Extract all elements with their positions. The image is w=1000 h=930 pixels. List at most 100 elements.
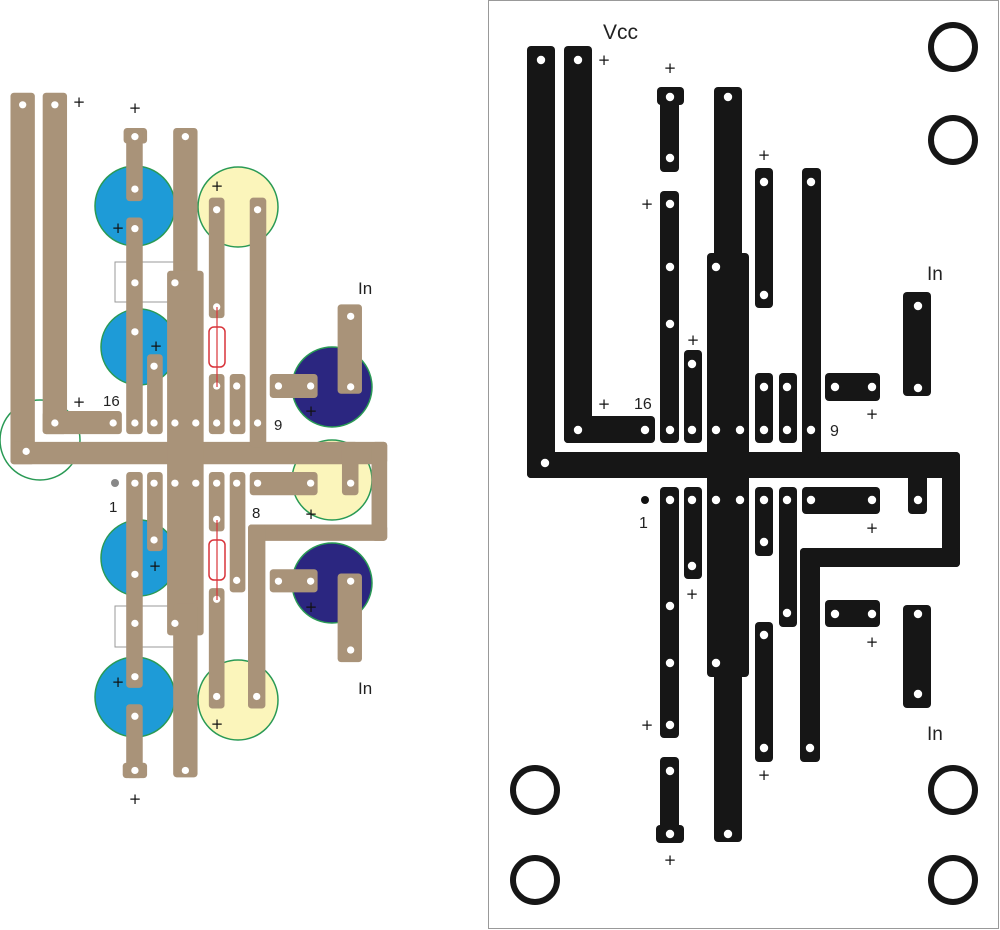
copper-trace (249, 472, 318, 496)
pad-hole (806, 495, 816, 505)
pad-hole (536, 55, 546, 65)
copper-trace (755, 168, 773, 308)
copper-trace (707, 253, 749, 677)
polarity-plus-mark: + (866, 633, 879, 651)
pad-hole (711, 658, 721, 668)
copper-trace (248, 524, 388, 541)
pad-hole (131, 185, 139, 193)
polarity-marks: +++++++++++++ (598, 51, 879, 869)
pad-hole (759, 382, 769, 392)
pad-hole (233, 576, 241, 584)
copper-trace (714, 87, 742, 267)
mounting-hole (928, 22, 978, 72)
copper-trace (660, 487, 679, 738)
resistor-body (208, 326, 226, 368)
pad-hole (830, 609, 840, 619)
polarity-plus-mark: + (73, 393, 86, 411)
pad-hole (665, 153, 675, 163)
pad-hole (913, 495, 923, 505)
pad-hole (131, 712, 139, 720)
copper-trace (660, 191, 679, 443)
pad-hole (806, 425, 816, 435)
pad-hole (665, 92, 675, 102)
pin1-label: 1 (639, 515, 648, 532)
pad-hole (782, 382, 792, 392)
pad-hole (665, 425, 675, 435)
pad-hole (711, 425, 721, 435)
pad-hole (759, 630, 769, 640)
polarity-plus-mark: + (866, 519, 879, 537)
mounting-holes (510, 22, 978, 905)
copper-trace (714, 640, 742, 842)
copper-trace (126, 704, 143, 779)
pad-hole (233, 382, 241, 390)
polarity-plus-mark: + (686, 585, 699, 603)
pad-hole (723, 92, 733, 102)
mounting-hole (510, 765, 560, 815)
pad-hole (687, 561, 697, 571)
copper-trace (564, 416, 655, 443)
pad-hole (171, 279, 179, 287)
pad-hole (213, 419, 221, 427)
copper-trace (684, 487, 702, 579)
polarity-plus-mark: + (664, 851, 677, 869)
pad-hole (213, 515, 221, 523)
input-label: In (358, 679, 372, 698)
pad-hole (131, 328, 139, 336)
copper-trace (903, 605, 931, 708)
pad-hole (150, 362, 158, 370)
pad-hole (665, 766, 675, 776)
pin16-label: 16 (634, 396, 652, 413)
pad-hole (131, 479, 139, 487)
pad-hole (306, 577, 315, 585)
pad-hole (735, 495, 745, 505)
pad-hole (347, 577, 355, 585)
pad-hole (867, 382, 877, 392)
copper-trace (825, 600, 880, 627)
pad-hole (233, 479, 241, 487)
copper-trace (249, 197, 267, 448)
copper-trace (126, 128, 143, 202)
pad-hole (573, 425, 583, 435)
polarity-plus-mark: + (149, 557, 162, 575)
pad-hole (22, 447, 30, 455)
pad-hole (131, 619, 139, 627)
pin1-marker (641, 496, 649, 504)
pad-hole (711, 495, 721, 505)
pad-hole (213, 206, 221, 214)
polarity-plus-mark: + (129, 790, 142, 808)
pin16-label: 16 (103, 393, 120, 410)
pad-hole (735, 425, 745, 435)
polarity-plus-mark: + (305, 505, 318, 523)
copper-trace (42, 410, 122, 435)
pad-hole (913, 301, 923, 311)
copper-trace (825, 373, 880, 401)
copper-trace (660, 757, 679, 843)
pad-hole (306, 382, 315, 390)
pad-hole (274, 577, 283, 585)
pad-hole (830, 382, 840, 392)
copper-trace (208, 588, 225, 709)
pad-hole (51, 101, 59, 109)
pad-hole (131, 279, 139, 287)
pad-hole (51, 419, 59, 427)
pad-hole (233, 419, 241, 427)
pad-hole (253, 206, 262, 214)
polarity-plus-mark: + (598, 395, 611, 413)
copper-trace (126, 472, 143, 688)
pad-hole (805, 743, 815, 753)
pad-hole (759, 495, 769, 505)
polarity-plus-mark: + (112, 219, 125, 237)
pad-hole (192, 479, 200, 487)
pad-hole (665, 829, 675, 839)
component-outline (114, 261, 176, 303)
copper-trace (564, 46, 592, 443)
mounting-hole (928, 115, 978, 165)
pad-hole (150, 536, 158, 544)
pad-hole (665, 319, 675, 329)
copper-trace (908, 452, 927, 514)
pad-hole (782, 495, 792, 505)
pad-hole (665, 199, 675, 209)
pad-hole (181, 766, 190, 775)
copper-trace (173, 128, 198, 283)
